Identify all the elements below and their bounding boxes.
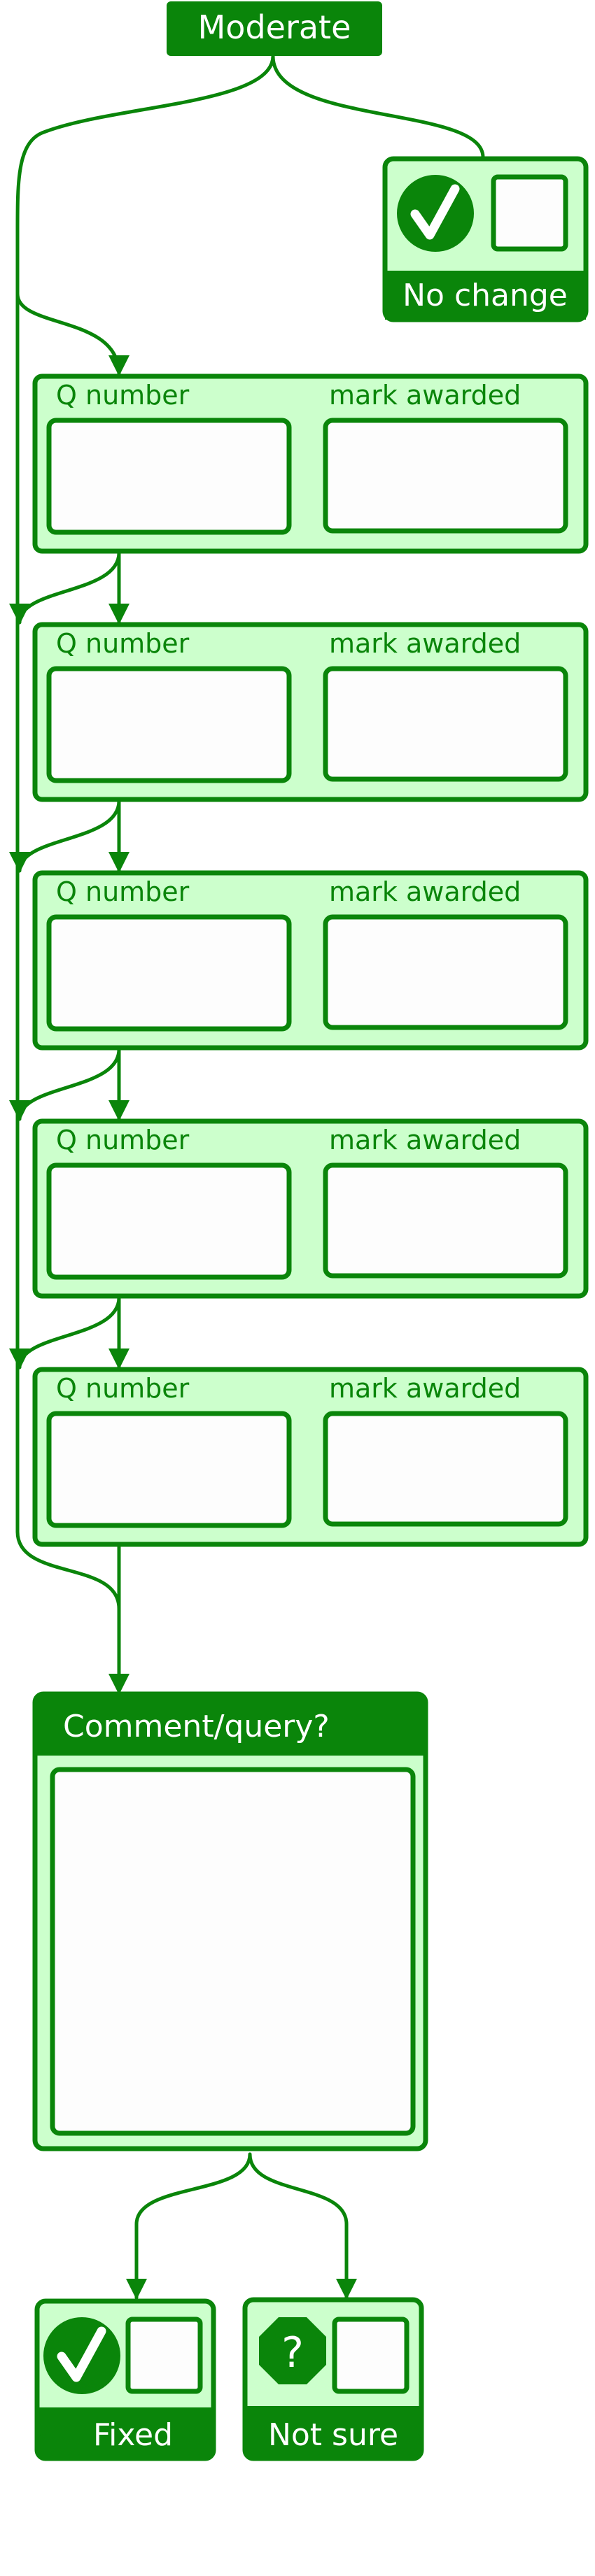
svg-text:?: ? <box>281 2328 304 2377</box>
mark-awarded-label: mark awarded <box>329 1373 521 1404</box>
mark-awarded-input[interactable] <box>323 666 568 782</box>
moderate-to-left-connector <box>15 54 275 233</box>
check-circle-icon <box>397 175 474 252</box>
moderate-label: Moderate <box>198 8 351 46</box>
no-change-label: No change <box>402 278 568 313</box>
no-change-card: No change <box>382 156 589 322</box>
fixed-checkbox[interactable] <box>125 2317 203 2394</box>
fixed-card: Fixed <box>34 2298 216 2461</box>
moderate-to-no-change-connector <box>271 54 485 159</box>
q-number-label: Q number <box>56 1125 190 1155</box>
mark-awarded-label: mark awarded <box>329 876 521 907</box>
q-number-label: Q number <box>56 628 190 659</box>
q-number-label: Q number <box>56 876 190 907</box>
row-2-to-left-branch <box>9 799 121 873</box>
comment-to-not-sure-connector <box>248 2152 357 2300</box>
question-row: Q number mark awarded <box>32 373 589 554</box>
mark-awarded-input[interactable] <box>323 914 568 1030</box>
mark-awarded-input[interactable] <box>323 418 568 534</box>
comment-card: Comment/query? <box>32 1691 428 2151</box>
q-number-input[interactable] <box>46 914 292 1032</box>
mark-awarded-label: mark awarded <box>329 1125 521 1155</box>
not-sure-label: Not sure <box>268 2417 398 2453</box>
mark-awarded-input[interactable] <box>323 1411 568 1527</box>
question-row: Q number mark awarded <box>32 622 589 802</box>
question-rows: Q number mark awarded Q number mark awarded… <box>32 373 589 1547</box>
check-circle-icon <box>43 2317 120 2394</box>
question-row: Q number mark awarded <box>32 870 589 1051</box>
question-row: Q number mark awarded <box>32 1118 589 1299</box>
connectors <box>9 54 485 2300</box>
q-number-input[interactable] <box>46 1411 292 1528</box>
comment-title: Comment/query? <box>63 1709 330 1744</box>
moderate-node: Moderate <box>167 1 382 56</box>
q-number-input[interactable] <box>46 1162 292 1280</box>
left-to-row-1-connector <box>15 292 130 376</box>
q-number-input[interactable] <box>46 666 292 783</box>
comment-to-fixed-connector <box>126 2152 252 2300</box>
q-number-label: Q number <box>56 1373 190 1404</box>
not-sure-checkbox[interactable] <box>332 2317 410 2394</box>
row-3-to-left-branch <box>9 1047 121 1121</box>
mark-awarded-label: mark awarded <box>329 628 521 659</box>
mark-awarded-input[interactable] <box>323 1162 568 1279</box>
fixed-label: Fixed <box>93 2417 173 2453</box>
mark-awarded-label: mark awarded <box>329 380 521 411</box>
left-line-merge <box>15 1530 121 1611</box>
row-1-to-left-branch <box>9 550 121 625</box>
row-4-to-left-branch <box>9 1295 121 1369</box>
no-change-checkbox[interactable] <box>491 174 568 252</box>
question-row: Q number mark awarded <box>32 1367 589 1547</box>
question-octagon-icon: ? <box>259 2317 326 2384</box>
q-number-input[interactable] <box>46 418 292 535</box>
q-number-label: Q number <box>56 380 190 411</box>
not-sure-card: ? Not sure <box>242 2297 424 2461</box>
comment-textarea[interactable] <box>50 1767 416 2136</box>
